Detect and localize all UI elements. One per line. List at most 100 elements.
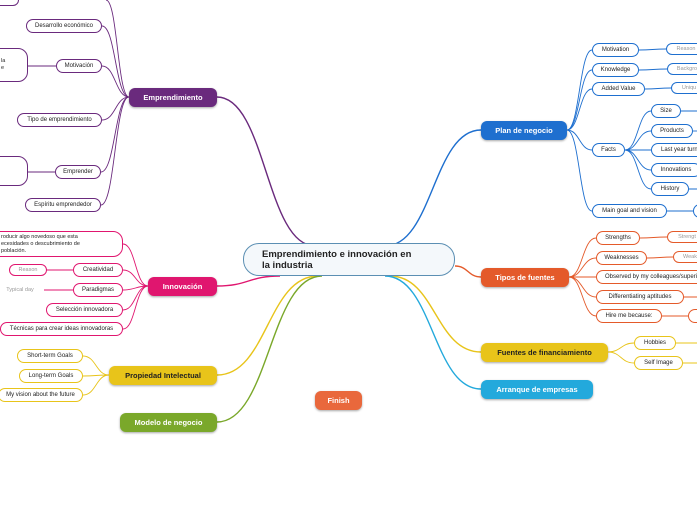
connector-line [122, 269, 149, 287]
innovacion-definition-line-2: ecesidades o descubrimiento de [1, 240, 80, 247]
topic-tecnicas-ideas[interactable]: Técnicas para crear ideas innovadoras [0, 322, 123, 336]
topic-self-image[interactable]: Self Image [634, 356, 683, 370]
connector-line [566, 129, 593, 151]
connector-line [216, 96, 316, 247]
topic-products[interactable]: Products [651, 124, 693, 138]
central-topic-line-1: Emprendimiento e innovación en [262, 248, 412, 260]
topic-added-value-unique[interactable]: Uniqu [671, 82, 697, 94]
topic-emprender[interactable]: Emprender [55, 165, 101, 179]
topic-history[interactable]: History [651, 182, 689, 196]
connector-line [639, 236, 668, 239]
innovacion-definition-text: roducir algo novedoso que esta ecesidade… [1, 234, 80, 255]
connector-line [105, 0, 130, 98]
topic-innovacion-definition[interactable]: roducir algo novedoso que esta ecesidade… [0, 231, 123, 257]
topic-main-goal-vision[interactable]: Main goal and vision [592, 204, 667, 218]
topic-vision-future[interactable]: My vision about the future [0, 388, 83, 402]
connector-line [389, 275, 482, 353]
topic-desarrollo-economico[interactable]: Desarrollo económico [26, 19, 102, 33]
connector-line [122, 243, 149, 287]
topic-motivation[interactable]: Motivation [592, 43, 639, 57]
connector-line [568, 237, 597, 278]
topic-innovations[interactable]: Innovations [651, 163, 697, 177]
connector-line [566, 49, 593, 131]
central-topic-line-2: la industria [262, 259, 313, 271]
connector-line [216, 275, 323, 423]
topic-innovacion[interactable]: Innovación [148, 277, 217, 296]
topic-facts[interactable]: Facts [592, 143, 625, 157]
connector-line [100, 96, 130, 173]
topic-hobbies[interactable]: Hobbies [634, 336, 676, 350]
topic-paradigmas[interactable]: Paradigmas [73, 283, 123, 297]
central-topic[interactable]: Emprendimiento e innovación en la indust… [243, 243, 455, 276]
topic-motivacion-text[interactable]: la e [0, 48, 28, 82]
topic-modelo-de-negocio[interactable]: Modelo de negocio [120, 413, 217, 432]
connector-line [644, 87, 672, 90]
connector-line [566, 69, 593, 131]
connector-line [607, 351, 635, 364]
topic-seleccion-innovadora[interactable]: Selección innovadora [46, 303, 123, 317]
connector-line [566, 88, 593, 131]
connector-line [122, 285, 149, 330]
connector-line [638, 48, 667, 51]
connector-line [646, 256, 674, 259]
connector-line [624, 130, 652, 151]
topic-size[interactable]: Size [651, 104, 681, 118]
connector-line [216, 275, 319, 376]
connector-line [216, 275, 281, 287]
connector-line [82, 355, 110, 376]
motivacion-text-line-1: la [1, 58, 6, 64]
motivacion-text-line-2: e [1, 65, 5, 71]
connector-line [638, 68, 668, 71]
topic-short-term-goals[interactable]: Short-term Goals [17, 349, 83, 363]
connector-line [624, 149, 652, 171]
topic-weaknesses[interactable]: Weaknesses [596, 251, 647, 265]
connector-line [454, 265, 482, 278]
topic-espiritu-emprendedor[interactable]: Espíritu emprendedor [25, 198, 101, 212]
topic-top-cut[interactable] [0, 0, 19, 6]
topic-strengths[interactable]: Strengths [596, 231, 640, 245]
connector-line [82, 374, 110, 396]
topic-emprendimiento[interactable]: Emprendimiento [129, 88, 217, 107]
connector-line [384, 275, 482, 390]
connector-line [568, 257, 597, 278]
topic-propiedad-intelectual[interactable]: Propiedad Intelectual [109, 366, 217, 385]
topic-observed-by-colleagues[interactable]: Observed by my colleagues/superi [596, 270, 697, 284]
topic-creatividad[interactable]: Creatividad [73, 263, 123, 277]
connector-line [101, 96, 130, 121]
connector-line [384, 129, 482, 247]
central-topic-text: Emprendimiento e innovación en la indust… [262, 249, 411, 271]
topic-tipo-de-emprendimiento[interactable]: Tipo de emprendimiento [17, 113, 102, 127]
topic-tipos-de-fuentes[interactable]: Tipos de fuentes [481, 268, 569, 287]
connector-line [624, 110, 652, 151]
topic-arranque-de-empresas[interactable]: Arranque de empresas [481, 380, 593, 399]
topic-emprender-text[interactable] [0, 156, 28, 186]
connector-line [566, 129, 593, 212]
topic-motivation-reason[interactable]: Reason [666, 43, 697, 55]
topic-fuentes-de-financiamiento[interactable]: Fuentes de financiamiento [481, 343, 608, 362]
connector-line [101, 65, 130, 98]
topic-finish[interactable]: Finish [315, 391, 362, 410]
connector-line [101, 25, 130, 98]
connector-line [607, 342, 635, 353]
topic-weaknesses-leaf[interactable]: Weak [673, 251, 697, 263]
connector-line [568, 276, 597, 317]
topic-added-value[interactable]: Added Value [592, 82, 645, 96]
topic-last-year-turnover[interactable]: Last year turn [651, 143, 697, 157]
topic-typical-day[interactable]: Typical day [0, 284, 44, 296]
topic-strengths-leaf[interactable]: Strengt [667, 231, 697, 243]
topic-reason[interactable]: Reason [9, 264, 47, 276]
topic-long-term-goals[interactable]: Long-term Goals [19, 369, 83, 383]
connector-line [624, 149, 652, 190]
connector-line [100, 96, 130, 206]
topic-knowledge-background[interactable]: Backgro [667, 63, 697, 75]
topic-hire-me-leaf[interactable] [688, 309, 697, 323]
topic-plan-de-negocio[interactable]: Plan de negocio [481, 121, 567, 140]
topic-motivacion[interactable]: Motivación [56, 59, 102, 73]
topic-knowledge[interactable]: Knowledge [592, 63, 639, 77]
motivacion-text: la e [1, 58, 5, 72]
topic-differentiating-aptitudes[interactable]: Differentiating aptitudes [596, 290, 684, 304]
innovacion-definition-line-3: población. [1, 247, 27, 254]
topic-hire-me-because[interactable]: Hire me because: [596, 309, 662, 323]
